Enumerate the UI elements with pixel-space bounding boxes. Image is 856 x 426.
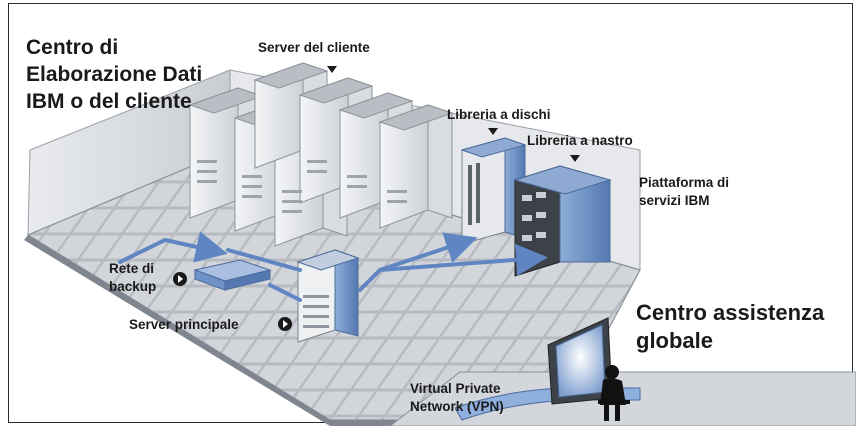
client-servers-pointer: [327, 66, 337, 73]
title-line-3: IBM o del cliente: [26, 90, 192, 113]
main-server-pointer-icon: [278, 317, 292, 331]
vpn-label-line-2: Network (VPN): [410, 399, 504, 414]
title-line-2: Elaborazione Dati: [26, 63, 203, 86]
floor-edge: [24, 235, 330, 426]
tape-library-label: Libreria a nastro: [527, 133, 633, 148]
global-center-line-2: globale: [636, 328, 714, 353]
main-server-label: Server principale: [129, 317, 239, 332]
vpn-label-line-1: Virtual Private: [410, 381, 501, 396]
client-servers-label: Server del cliente: [258, 40, 370, 55]
disk-library-pointer: [488, 128, 498, 135]
platform-label-line-2: servizi IBM: [639, 193, 710, 208]
client-server-racks: [188, 62, 454, 247]
global-center-platform: [389, 317, 856, 426]
backup-network-device: [193, 259, 272, 291]
main-server-tower: [296, 249, 360, 343]
operator-silhouette: [598, 365, 630, 421]
global-center-line-1: Centro assistenza: [636, 300, 825, 325]
backup-label-line-2: backup: [109, 279, 157, 294]
tape-library-pointer: [570, 155, 580, 162]
backup-pointer-icon: [173, 272, 187, 286]
disk-library-label: Libreria a dischi: [447, 107, 551, 122]
data-flow-arrows: [118, 231, 548, 302]
title-line-1: Centro di: [26, 36, 119, 59]
backup-label-line-1: Rete di: [109, 261, 155, 276]
platform-label-line-1: Piattaforma di: [639, 175, 730, 190]
